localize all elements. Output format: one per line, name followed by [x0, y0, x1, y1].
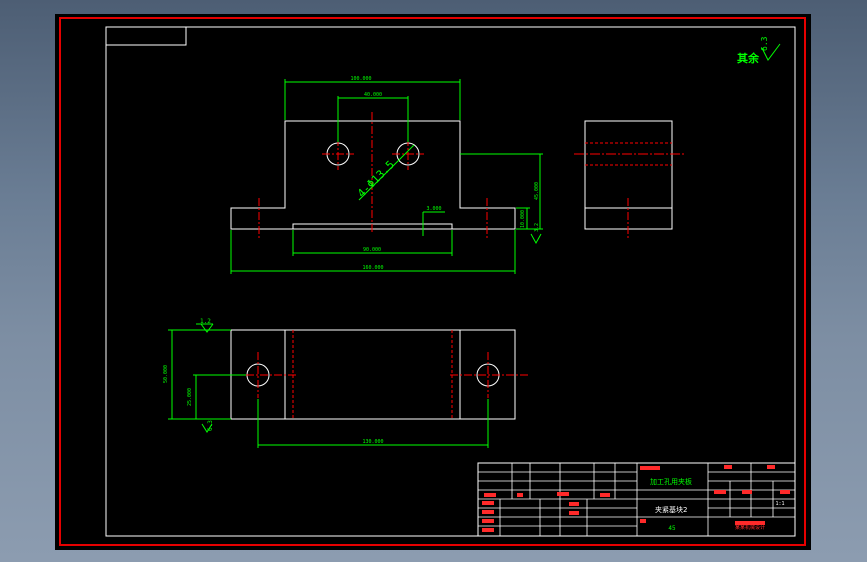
dim-bottom-offset: 25.000: [187, 388, 193, 406]
dim-slot-depth: 3.000: [426, 206, 441, 212]
title-scale: 1:1: [775, 501, 784, 507]
roughness-note-value: 6.3: [760, 36, 769, 51]
plan-view: 50.000 25.000 130.000 1.2 6.3: [163, 318, 530, 448]
side-hidden-lines: [574, 142, 684, 240]
title-block: 加工孔用夹板 夹紧基块2 45 1:1 某某机械设计: [477, 462, 796, 537]
plan-view-outline: [230, 329, 516, 420]
title-block-marks: [482, 465, 790, 532]
dim-top-width: 100.000: [350, 76, 371, 82]
title-material: 45: [668, 525, 676, 532]
dim-bottom-spacing: 130.000: [362, 439, 383, 445]
title-block-grid: [478, 463, 795, 536]
plan-center-lines: [232, 330, 530, 419]
dim-slot-width: 90.000: [363, 247, 381, 253]
roughness-note: 其余 6.3: [737, 36, 781, 65]
drawing-canvas[interactable]: [55, 14, 811, 550]
title-process-label: 加工孔用夹板: [650, 477, 692, 486]
dim-right-height: 45.000: [534, 182, 540, 200]
title-part-name: 夹紧基块2: [655, 505, 687, 514]
roughness-plan-bottom: 6.3: [207, 420, 214, 431]
title-company: 某某机械设计: [735, 524, 765, 531]
dim-base-width: 160.000: [362, 265, 383, 271]
side-view: [574, 120, 684, 240]
roughness-symbol-icon: [761, 43, 781, 61]
front-dimensions: [230, 79, 543, 274]
roughness-front: 3.2: [534, 223, 540, 232]
front-center-lines: [258, 112, 488, 240]
sheet-border: [105, 26, 796, 537]
plan-dimensions: [168, 323, 489, 448]
title-block-frame: [477, 462, 796, 537]
roughness-plan-top: 1.2: [200, 318, 211, 325]
dim-hole-callout: 4-Φ13.5: [355, 158, 397, 200]
front-view-outline: [230, 120, 516, 230]
corner-box: [106, 27, 187, 46]
dim-flange-height: 10.000: [520, 210, 526, 228]
roughness-note-text: 其余: [737, 51, 760, 65]
dim-hole-spacing: 40.000: [364, 92, 382, 98]
front-view: 100.000 40.000 4-Φ13.5 3.000 90.000 160.…: [230, 76, 543, 274]
dim-bottom-height: 50.000: [163, 365, 169, 383]
drawing-border: [59, 17, 806, 546]
